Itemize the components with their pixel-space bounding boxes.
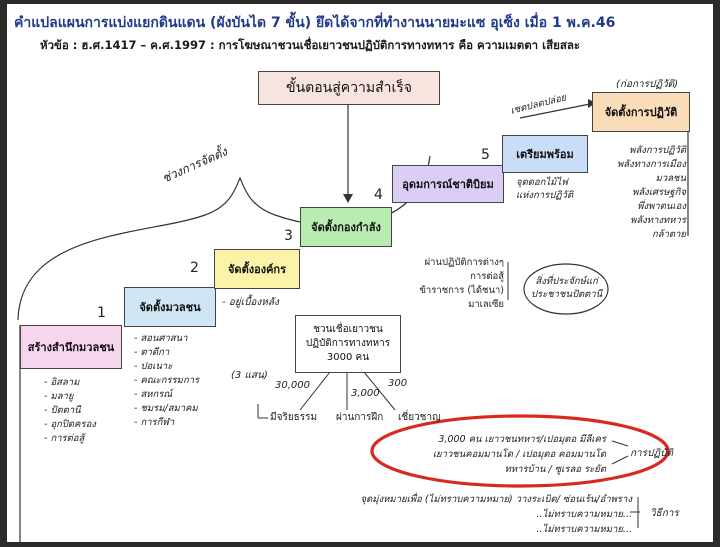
step-box-4: อุดมการณ์ชาติบิยม [392, 165, 504, 203]
step-box-2: จัดตั้งองค์กร [214, 249, 300, 289]
red-ellipse [370, 414, 670, 488]
header-box: ขั้นตอนสู่ความสำเร็จ [258, 71, 440, 105]
step6-note: จุดดอกไม้ไฟ แห่งการปฏิวัติ [516, 177, 574, 201]
step1-items: - อิสลาม - มลายู - ปัตตานี - อุกปิดครอง … [44, 376, 96, 446]
list-item: - อุกปิดครอง [44, 419, 96, 430]
list-item: พลังเศรษฐกิจ [632, 187, 686, 198]
list-item: - สอนศาสนา [134, 333, 188, 344]
seal-arrow [519, 103, 591, 119]
step-label-2: จัดตั้งองค์กร [227, 263, 286, 276]
step-label-1: สร้างสำนึกมวลชน [27, 341, 115, 354]
list-item: - การต่อสู้ [44, 433, 85, 444]
revolution-label: (ก่อการปฏิวัติ) [616, 79, 679, 90]
red-ellipse-lines: 3,000 คน เยาวชนทหาร/เปอมุดอ มีลีเคร เยาว… [396, 432, 606, 477]
recruit-count-a: 30,000 [275, 380, 310, 391]
recruit-level-3: เชี่ยวชาญ [398, 412, 441, 423]
step-number-1: 1 [97, 305, 106, 321]
list-item: ผ่านปฏิบัติการต่างๆ [424, 257, 504, 268]
list-item: - ปัตตานี [44, 405, 81, 416]
bottom-label: วิธีการ [650, 508, 679, 519]
recruit-box: ชวนเชื่อเยาวชน ปฏิบัติการทางทหาร 3000 คน [295, 315, 401, 373]
step-box-5: เตรียมพร้อม [502, 135, 588, 173]
step-number-4: 4 [374, 187, 383, 203]
recruit-level-2: ผ่านการฝึก [336, 412, 384, 423]
bubble-ellipse [523, 263, 609, 315]
list-item: - อิสลาม [44, 377, 80, 388]
recruit-count-c: 300 [388, 378, 408, 389]
recruit-box-label: ชวนเชื่อเยาวชน ปฏิบัติการทางทหาร 3000 คน [305, 324, 391, 363]
bottom-lines: จุดมุ่งหมายเพื่อ (ไม่ทราบความหมาย) วางระ… [282, 492, 632, 537]
list-item: มวลชน [655, 173, 686, 184]
step-box-1b: จัดตั้งมวลชน [124, 287, 216, 327]
list-item: - ปอเนาะ [134, 361, 173, 372]
step-label-3: จัดตั้งกองกำลัง [311, 221, 381, 234]
step-label-1b: จัดตั้งมวลชน [139, 301, 201, 314]
header-arrowhead [343, 194, 353, 203]
step-number-2: 2 [190, 260, 199, 276]
list-item: การต่อสู้ [470, 271, 504, 282]
list-item: ..ไม่ทราบความหมาย... [536, 524, 632, 535]
list-item: - คณะกรรมการ [134, 375, 200, 386]
header-box-label: ขั้นตอนสู่ความสำเร็จ [286, 80, 412, 96]
step-box-1: สร้างสำนึกมวลชน [20, 325, 122, 369]
step-label-4: อุดมการณ์ชาติบิยม [402, 178, 494, 191]
list-item: - สหกรณ์ [134, 389, 173, 400]
step-box-3: จัดตั้งกองกำลัง [300, 207, 392, 247]
revolution-items: พลังการปฏิวัติ พลังทางการเมือง มวลชน พลั… [600, 144, 686, 242]
step-number-3: 3 [284, 228, 293, 244]
list-item: กล้าตาย [652, 229, 686, 240]
list-item: - ชมรม/สมาคม [134, 403, 198, 414]
list-item: ข้าราชการ (ได้ชนา) [419, 285, 504, 296]
step2-items: - สอนศาสนา - ตาดีกา - ปอเนาะ - คณะกรรมกา… [134, 332, 199, 430]
list-item: ทหารบ้าน / ซูเรลอ ระยัต [504, 464, 606, 475]
step-box-6: จัดตั้งการปฏิวัติ [592, 92, 690, 132]
page-title: คำแปลแผนการแบ่งแยกดินแดน (ผังบันได 7 ขั้… [14, 15, 616, 31]
recruit-level-1: มีจริยธรรม [270, 412, 318, 423]
step5-bubble: สิ่งที่ประจักษ์แก่ ประชาชนปัตตานี [531, 276, 603, 300]
list-item: ..ไม่ทราบความหมาย... [536, 509, 632, 520]
list-item: จุดมุ่งหมายเพื่อ (ไม่ทราบความหมาย) วางระ… [360, 494, 632, 505]
list-item: - ตาดีกา [134, 347, 170, 358]
list-item: - มลายู [44, 391, 74, 402]
list-item: - การกีฬา [134, 417, 175, 428]
page-subtitle: หัวข้อ : ฮ.ศ.1417 – ค.ศ.1997 : การโฆษณาช… [40, 38, 581, 52]
list-item: พึ่งพาตนเอง [637, 201, 686, 212]
list-item: พลังทางทหาร [630, 215, 686, 226]
step3-note: - อยู่เบื้องหลัง [222, 297, 279, 308]
list-item: พลังการปฏิวัติ [629, 145, 686, 156]
recruit-count-b: 3,000 [351, 388, 380, 399]
red-ellipse-label: การปฏิบัติ [630, 448, 673, 459]
step-number-5: 5 [481, 147, 490, 163]
step-label-6: จัดตั้งการปฏิวัติ [604, 106, 678, 119]
step-label-5: เตรียมพร้อม [516, 148, 574, 161]
recruit-note: (3 แสน) [231, 370, 268, 381]
step5-items: ผ่านปฏิบัติการต่างๆ การต่อสู้ ข้าราชการ … [398, 256, 504, 312]
list-item: มาเลเซีย [468, 299, 504, 310]
list-item: 3,000 คน เยาวชนทหาร/เปอมุดอ มีลีเคร [438, 434, 606, 445]
list-item: พลังทางการเมือง [616, 159, 686, 170]
list-item: เยาวชนคอมมานโด / เปอมุดอ คอมมานโด [432, 449, 606, 460]
